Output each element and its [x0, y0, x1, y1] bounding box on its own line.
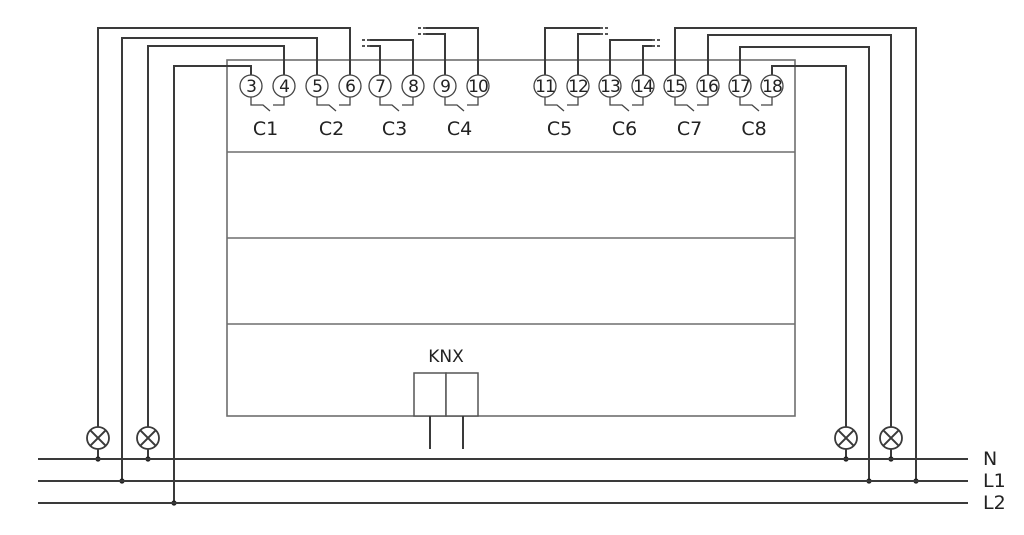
terminal-number: 12 — [568, 77, 588, 97]
wire-terminal-13 — [609, 39, 652, 75]
terminal-number: 7 — [375, 77, 385, 97]
channel-label: C6 — [612, 118, 637, 140]
terminal-number: 11 — [535, 77, 555, 97]
terminal-9: 9 — [433, 74, 457, 98]
terminal-number: 16 — [698, 77, 718, 97]
knx-terminal-block — [413, 372, 447, 417]
lamp-icon — [86, 426, 110, 450]
terminal-number: 5 — [312, 77, 322, 97]
terminal-10: 10 — [466, 74, 490, 98]
terminal-17: 17 — [728, 74, 752, 98]
channel-C1: C1 — [250, 97, 285, 140]
wire-terminal-10 — [426, 27, 479, 75]
channel-C5: C5 — [544, 97, 579, 140]
wire-terminal-18 — [771, 65, 847, 427]
lamp-icon — [136, 426, 160, 450]
channel-C2: C2 — [316, 97, 351, 140]
terminal-5: 5 — [305, 74, 329, 98]
terminal-number: 10 — [468, 77, 488, 97]
channel-label: C4 — [447, 118, 472, 140]
terminal-15: 15 — [663, 74, 687, 98]
terminal-7: 7 — [368, 74, 392, 98]
terminal-number: 17 — [730, 77, 750, 97]
terminal-11: 11 — [533, 74, 557, 98]
wire-terminal-8 — [370, 39, 414, 75]
channel-label: C3 — [382, 118, 407, 140]
terminal-number: 8 — [408, 77, 418, 97]
wire-terminal-6 — [97, 27, 351, 427]
terminal-number: 3 — [246, 77, 256, 97]
wire-terminal-4 — [147, 45, 285, 427]
terminal-number: 13 — [600, 77, 620, 97]
terminal-number: 4 — [279, 77, 289, 97]
wire-terminal-9 — [426, 33, 446, 75]
channel-C7: C7 — [674, 97, 709, 140]
wire-terminal-11 — [544, 27, 600, 75]
channel-label: C2 — [319, 118, 344, 140]
terminal-8: 8 — [401, 74, 425, 98]
terminal-18: 18 — [760, 74, 784, 98]
terminal-13: 13 — [598, 74, 622, 98]
terminal-16: 16 — [696, 74, 720, 98]
terminal-number: 15 — [665, 77, 685, 97]
knx-connector: KNX — [413, 347, 479, 449]
channel-label: C7 — [677, 118, 702, 140]
terminal-6: 6 — [338, 74, 362, 98]
knx-label: KNX — [428, 347, 464, 367]
wire-terminal-12 — [577, 33, 600, 75]
channel-label: C1 — [253, 118, 278, 140]
terminal-number: 14 — [633, 77, 653, 97]
channel-C3: C3 — [379, 97, 414, 140]
bus-label: L1 — [983, 470, 1006, 492]
terminal-number: 9 — [440, 77, 450, 97]
wire-terminal-3 — [173, 65, 252, 503]
lamp-icon — [879, 426, 903, 450]
terminal-number: 6 — [345, 77, 355, 97]
terminal-3: 3 — [239, 74, 263, 98]
wire-terminal-15 — [674, 27, 917, 481]
wire-terminal-14 — [642, 45, 652, 75]
wire-terminal-17 — [739, 46, 870, 481]
wire-terminal-16 — [707, 34, 892, 427]
channel-label: C8 — [741, 118, 766, 140]
channel-C4: C4 — [444, 97, 479, 140]
wire-terminal-5 — [121, 37, 318, 481]
channel-C6: C6 — [609, 97, 644, 140]
wire-terminal-7 — [370, 45, 381, 75]
terminal-14: 14 — [631, 74, 655, 98]
terminal-4: 4 — [272, 74, 296, 98]
channel-C8: C8 — [739, 97, 773, 140]
terminal-number: 18 — [762, 77, 782, 97]
knx-terminal-block — [445, 372, 479, 417]
lamp-icon — [834, 426, 858, 450]
bus-label: N — [983, 448, 997, 470]
channel-label: C5 — [547, 118, 572, 140]
terminal-12: 12 — [566, 74, 590, 98]
bus-label: L2 — [983, 492, 1006, 514]
